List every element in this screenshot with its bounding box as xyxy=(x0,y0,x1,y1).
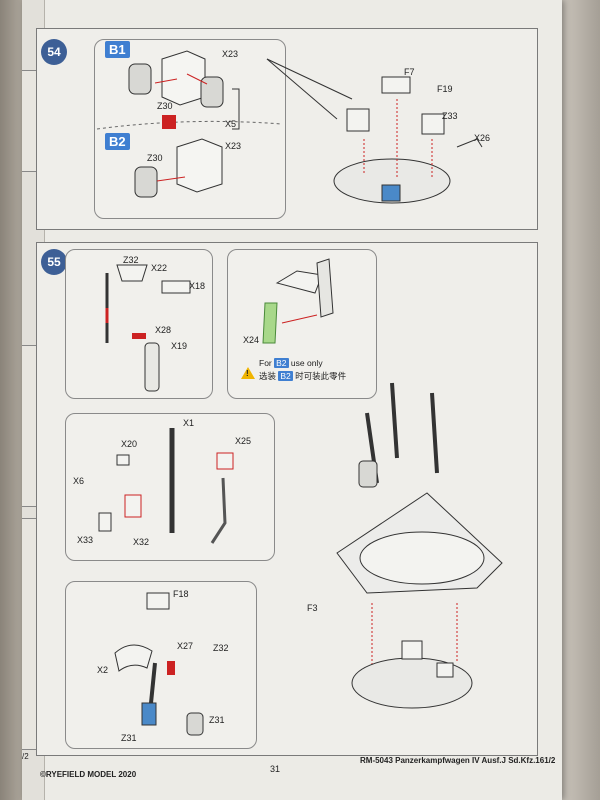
page-number: 31 xyxy=(270,764,281,774)
blue-part xyxy=(381,184,401,202)
variant-divider xyxy=(96,120,283,130)
turret-floor-part xyxy=(351,657,473,709)
label-x26: X26 xyxy=(474,133,491,143)
small-part xyxy=(456,138,483,148)
label-x32: X32 xyxy=(133,537,150,547)
label-x33: X33 xyxy=(77,535,94,545)
warning-mark: ! xyxy=(246,369,249,378)
part-x6 xyxy=(124,494,142,518)
part-blue xyxy=(141,702,157,726)
left-edge-box xyxy=(22,345,37,507)
part-x27 xyxy=(167,661,175,675)
variant-note-cn: 选装 B2 时可装此零件 xyxy=(259,370,346,382)
part-box xyxy=(346,108,370,132)
label-x28: X28 xyxy=(155,325,172,335)
label-x23: X23 xyxy=(222,49,239,59)
part-x2 xyxy=(114,644,153,672)
part-x25 xyxy=(216,452,234,470)
note-en-prefix: For xyxy=(259,358,272,368)
red-guide xyxy=(154,78,178,84)
label-x2: X2 xyxy=(97,665,109,675)
part-x22 xyxy=(161,280,191,294)
note-variant-chip: B2 xyxy=(278,371,293,381)
part-box xyxy=(401,640,423,660)
warning-icon: ! xyxy=(241,367,255,379)
label-f3: F3 xyxy=(307,603,318,613)
label-x22: X22 xyxy=(151,263,168,273)
step-55-panel: 55 xyxy=(36,242,538,756)
part-x20 xyxy=(116,454,130,466)
left-edge-box xyxy=(22,518,37,750)
label-x25: X25 xyxy=(235,436,252,446)
cylinder-part xyxy=(134,166,158,198)
callout-line xyxy=(266,58,353,100)
part-z31 xyxy=(186,712,204,736)
part-cylinder xyxy=(358,460,378,488)
label-z30: Z30 xyxy=(157,101,173,111)
label-x5: X5 xyxy=(225,119,237,129)
step-54-panel: 54 B1 B2 xyxy=(36,28,538,230)
label-f7: F7 xyxy=(404,67,415,77)
note-cn-prefix: 选装 xyxy=(259,371,277,381)
swap-icon xyxy=(162,115,176,129)
red-guide xyxy=(186,73,208,85)
part-post xyxy=(316,258,334,318)
variant-b2-tag: B2 xyxy=(105,133,130,150)
label-x1: X1 xyxy=(183,418,195,428)
label-f18: F18 xyxy=(173,589,189,599)
red-guide xyxy=(156,176,186,182)
label-f19: F19 xyxy=(437,84,453,94)
label-x27: X27 xyxy=(177,641,194,651)
part-x33 xyxy=(98,512,112,532)
part-x28 xyxy=(132,333,146,339)
step-55-illustration xyxy=(98,258,503,736)
label-x23: X23 xyxy=(225,141,242,151)
turret-floor-part xyxy=(333,158,451,204)
label-x24: X24 xyxy=(243,335,260,345)
cylinder-part xyxy=(128,63,152,95)
step-54-illustration xyxy=(96,50,483,204)
part-box xyxy=(161,50,206,106)
label-z30: Z30 xyxy=(147,153,163,163)
part-f3-opening xyxy=(359,531,485,585)
part-box xyxy=(176,138,223,193)
footer-copyright: ©RYEFIELD MODEL 2020 xyxy=(40,770,137,779)
note-variant-chip: B2 xyxy=(274,358,289,368)
label-z32: Z32 xyxy=(213,643,229,653)
part-pipe xyxy=(210,477,227,544)
red-guide xyxy=(281,314,318,324)
label-x19: X19 xyxy=(171,341,188,351)
variant-note-en: For B2 use only xyxy=(259,357,323,369)
label-x20: X20 xyxy=(121,439,138,449)
part-z32 xyxy=(116,264,148,282)
step-number-badge: 55 xyxy=(41,249,67,275)
callout-line xyxy=(266,58,338,120)
label-z31: Z31 xyxy=(209,715,225,725)
label-x18: X18 xyxy=(189,281,206,291)
handle-part xyxy=(232,88,240,130)
part-box xyxy=(421,113,445,135)
bracket-part xyxy=(381,76,411,94)
part-x24 xyxy=(262,302,278,344)
note-cn-suffix: 时可装此零件 xyxy=(295,371,347,381)
left-edge-page-num: /2 xyxy=(22,752,29,761)
label-z31: Z31 xyxy=(121,733,137,743)
step-number-badge: 54 xyxy=(41,39,67,65)
part-box xyxy=(436,662,454,678)
label-z33: Z33 xyxy=(442,111,458,121)
part-f18 xyxy=(146,592,170,610)
part-bracket xyxy=(275,270,323,294)
instruction-page: /2 54 B1 B2 xyxy=(22,0,562,800)
note-en-suffix: use only xyxy=(290,358,323,368)
variant-b1-tag: B1 xyxy=(105,41,130,58)
label-z32: Z32 xyxy=(123,255,139,265)
cylinder-part xyxy=(200,76,224,108)
label-x6: X6 xyxy=(73,476,85,486)
part-x19 xyxy=(144,342,160,392)
left-edge-box xyxy=(22,70,37,172)
footer-product: RM-5043 Panzerkampfwagen IV Ausf.J Sd.Kf… xyxy=(360,756,556,765)
